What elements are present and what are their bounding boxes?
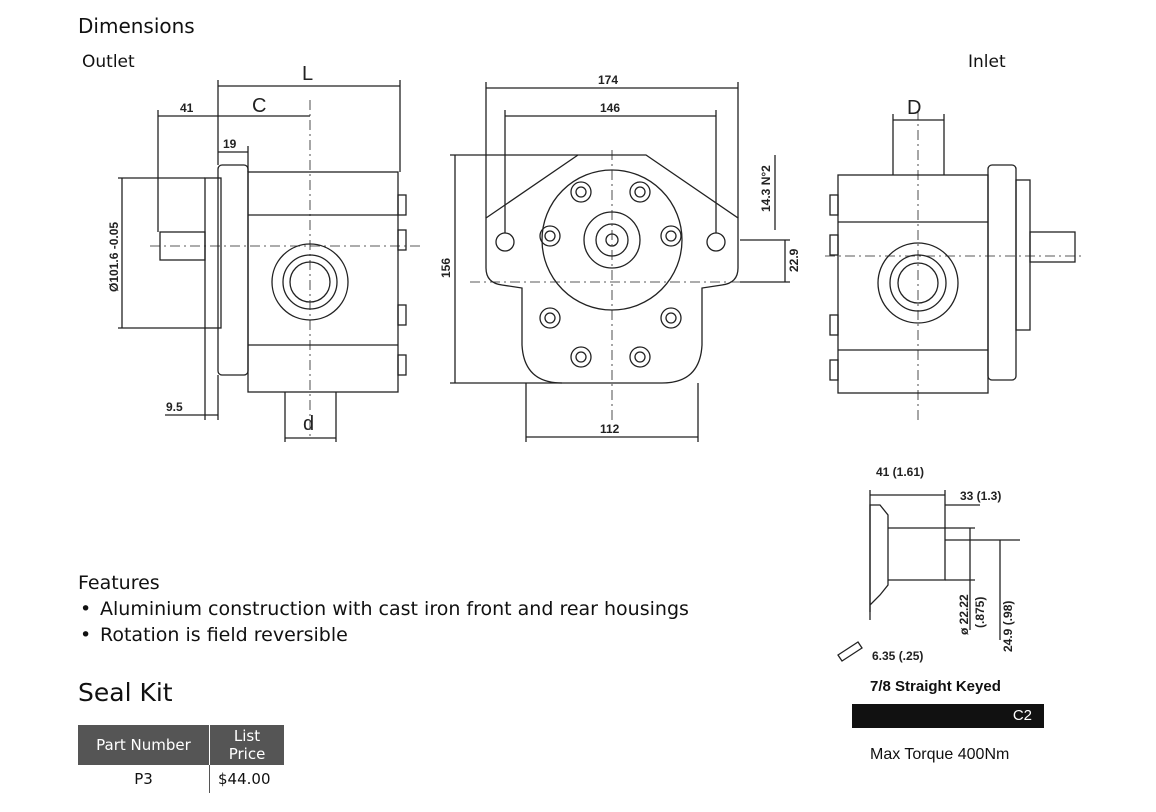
dim-156: 156 [439,258,453,278]
shaft-dim-diameter: ø 22.22 [957,594,971,635]
feature-item: Aluminium construction with cast iron fr… [78,596,689,622]
shaft-caption: 7/8 Straight Keyed [870,678,1001,695]
header-list-price: List Price [209,725,284,765]
table-row: P3 $44.00 [78,765,284,793]
dim-41-side: 41 [180,101,194,115]
dim-146: 146 [600,101,620,115]
dim-C: C [252,95,266,117]
key-size: 6.35 (.25) [872,649,923,663]
dim-19: 19 [223,137,237,151]
dim-D: D [907,97,921,119]
dim-22-9: 22.9 [787,248,801,272]
features-title: Features [78,572,160,594]
shaft-dim-33: 33 (1.3) [960,489,1001,503]
seal-kit-table: Part Number List Price P3 $44.00 [78,725,284,793]
feature-item: Rotation is field reversible [78,622,689,648]
shaft-dim-diameter-in: (.875) [973,597,987,628]
dim-14-3: 14.3 N°2 [759,165,773,212]
dimensions-heading: Dimensions [78,14,195,38]
outlet-side-view [118,80,420,442]
code-bar: C2 [852,704,1044,728]
dim-d: d [303,413,314,435]
dim-9-5: 9.5 [166,400,183,414]
inlet-side-view [825,110,1085,420]
code-label: C2 [1012,707,1032,724]
shaft-detail [837,490,1020,662]
dim-diameter: Ø101.6 -0.05 [107,222,121,292]
max-torque: Max Torque 400Nm [870,746,1010,763]
features-list: Aluminium construction with cast iron fr… [78,596,689,648]
cell-list-price: $44.00 [218,770,271,788]
seal-kit-title: Seal Kit [78,678,173,707]
front-view [450,82,790,442]
dim-174: 174 [598,73,618,87]
shaft-dim-41: 41 (1.61) [876,465,924,479]
cell-part-number: P3 [78,765,210,793]
dim-112: 112 [600,422,620,436]
features-section: Features Aluminium construction with cas… [78,570,689,648]
shaft-dim-24-9: 24.9 (.98) [1001,601,1015,652]
outlet-label: Outlet [82,52,135,72]
inlet-label: Inlet [968,52,1006,72]
table-header-row: Part Number List Price [78,725,284,765]
header-part-number: Part Number [78,725,210,765]
dim-L: L [302,63,313,85]
